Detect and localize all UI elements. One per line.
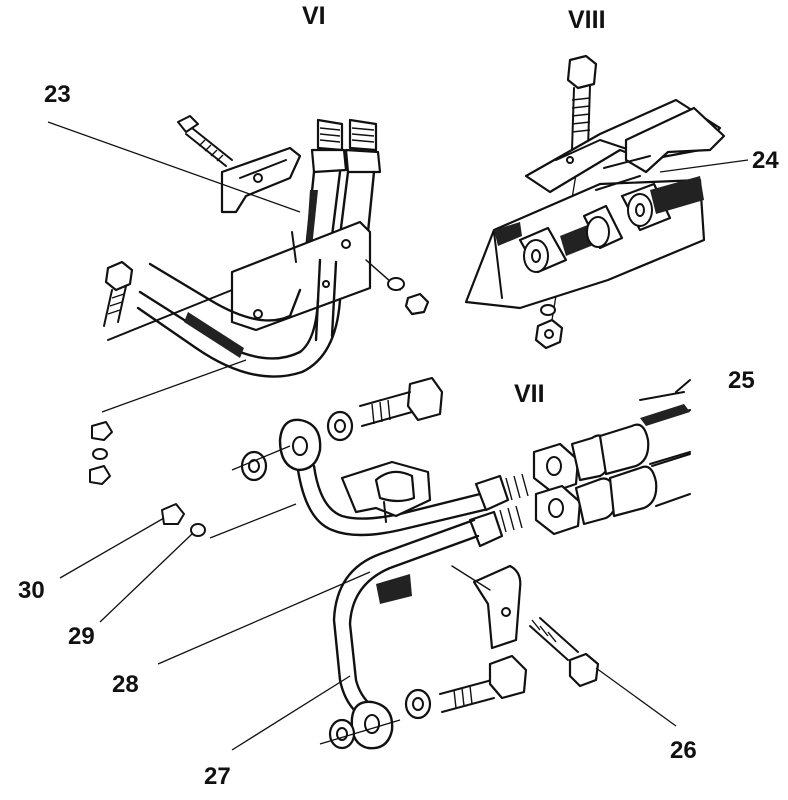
bent-pipes-vi [107, 258, 342, 378]
upper-pipe-vii [296, 464, 486, 537]
assembly-vii [161, 376, 691, 750]
label-group-vi: VI [302, 2, 326, 30]
callout-25: 25 [728, 367, 755, 394]
leader-27 [231, 675, 351, 751]
nut-washer-29-30 [161, 503, 297, 539]
lower-clamp-vii [451, 564, 600, 688]
leader-28 [157, 571, 371, 665]
callout-28: 28 [112, 671, 139, 698]
leader-30 [59, 517, 165, 579]
banjo-bolt-lower [319, 654, 528, 750]
bolt-vi-small [177, 115, 233, 167]
small-nuts-vi [89, 359, 247, 485]
callout-23: 23 [44, 81, 71, 108]
callout-30: 30 [18, 577, 45, 604]
clip-bracket-vii [340, 460, 432, 523]
label-group-viii: VIII [568, 6, 606, 34]
leader-26 [595, 667, 677, 727]
label-group-vii: VII [514, 380, 545, 408]
pipe-ends-viii [494, 155, 704, 274]
nut-washer-vi [365, 259, 430, 316]
callout-24: 24 [752, 147, 779, 174]
lower-pipe-vii [332, 518, 480, 714]
banjo-bolt-upper [231, 376, 444, 482]
fittings-upper-vii [474, 379, 691, 512]
leader-29 [99, 533, 193, 623]
vertical-tubes-vi [304, 118, 382, 254]
leader-23 [47, 121, 301, 213]
assembly-viii [464, 54, 726, 350]
nut-viii [534, 304, 564, 350]
assembly-vi [89, 115, 430, 485]
clamp-bracket-23 [220, 146, 302, 214]
leader-lines [47, 121, 749, 751]
mounting-plate-vi [230, 220, 372, 332]
bolt-vi-long [103, 260, 134, 327]
leader-24 [659, 159, 749, 173]
callout-26: 26 [670, 737, 697, 764]
callout-29: 29 [68, 623, 95, 650]
fittings-lower-vii [468, 404, 691, 548]
callout-27: 27 [204, 763, 231, 790]
